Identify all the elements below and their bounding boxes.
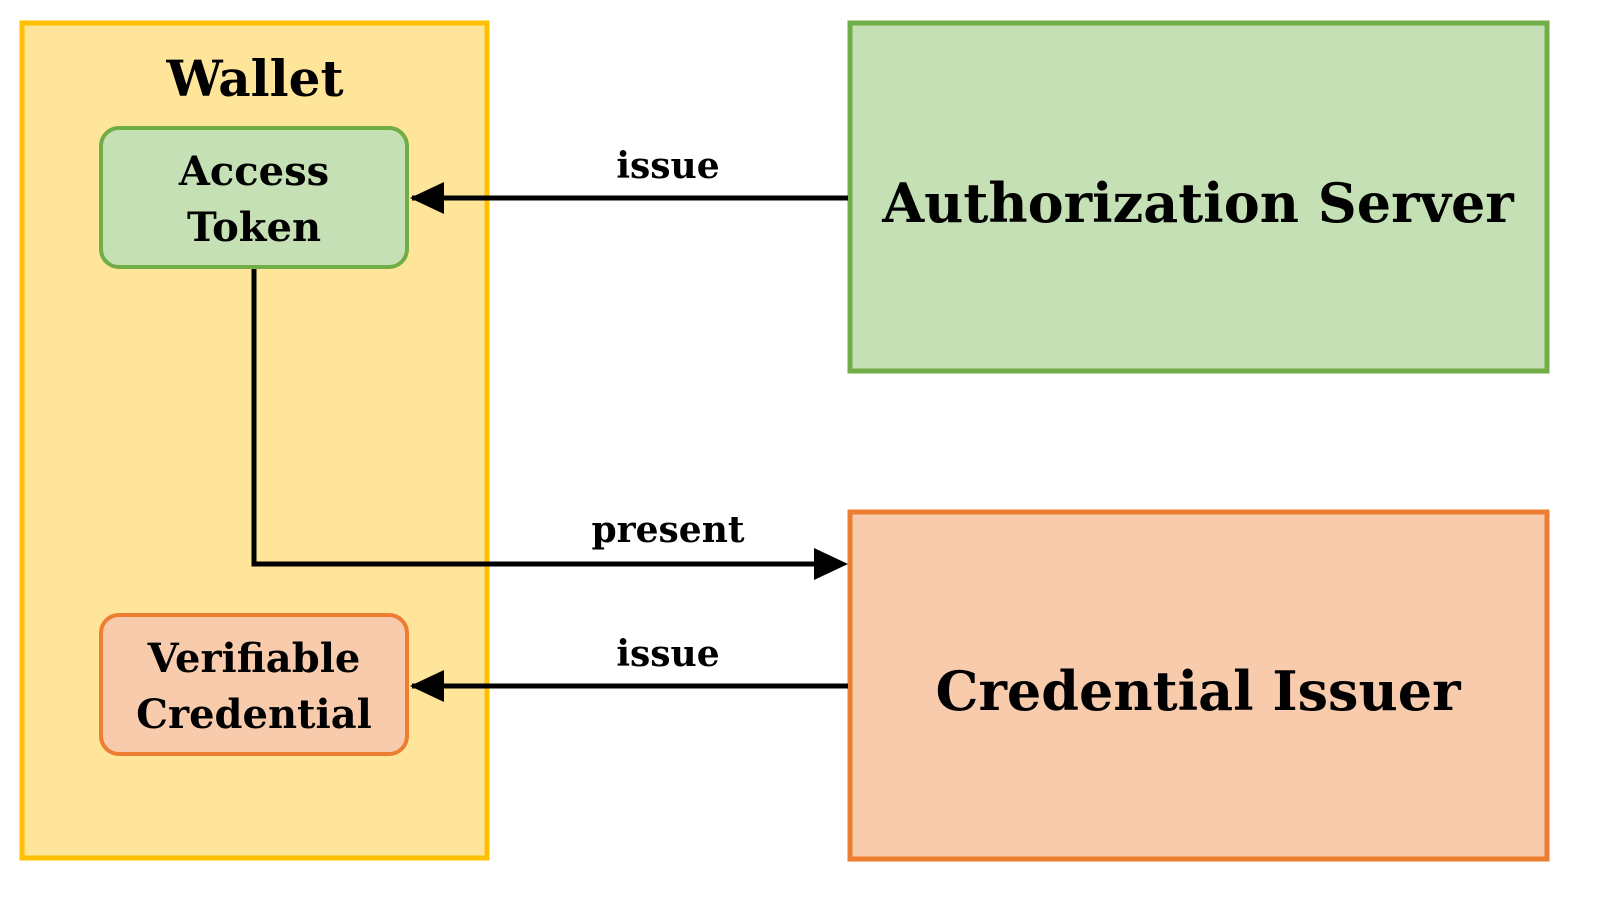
authorization-server-box <box>847 20 1550 374</box>
present-label: present <box>591 509 744 551</box>
wallet-title: Wallet <box>165 49 343 108</box>
authorization-server-label: Authorization Server <box>881 171 1514 235</box>
issue-credential-label: issue <box>616 633 719 675</box>
verifiable-credential-box <box>99 613 409 756</box>
credential-issuer-box <box>847 509 1550 862</box>
issue-token-label: issue <box>616 145 719 187</box>
access-token-label-line2: Token <box>187 204 321 251</box>
present-arrowhead <box>814 548 848 580</box>
credential-issuer-label: Credential Issuer <box>935 659 1461 723</box>
access-token-box <box>99 126 409 269</box>
issue-token-arrowhead <box>410 182 444 214</box>
access-token-label-line1: Access <box>178 148 329 195</box>
issue-credential-arrowhead <box>410 670 444 702</box>
verifiable-credential-label-line2: Credential <box>136 691 372 738</box>
verifiable-credential-label-line1: Verifiable <box>147 635 361 682</box>
present-arrow <box>251 269 818 567</box>
